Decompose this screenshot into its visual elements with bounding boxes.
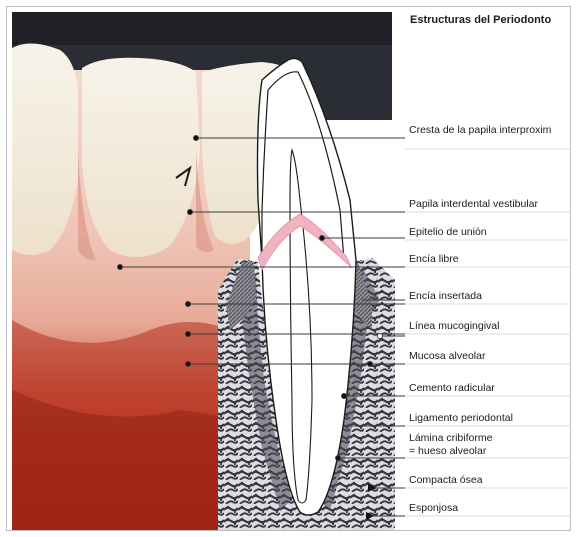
label-encia-insertada: Encía insertada	[409, 290, 482, 302]
label-epitelio-union: Epitelio de unión	[409, 226, 487, 238]
label-lamina-cribiforme: Lámina cribiforme	[409, 432, 492, 444]
label-compacta-osea: Compacta ósea	[409, 474, 483, 486]
label-papila-interdental: Papila interdental vestibular	[409, 198, 538, 210]
label-cresta-papila: Cresta de la papila interproxim	[409, 124, 551, 136]
label-mucosa-alveolar: Mucosa alveolar	[409, 350, 485, 362]
label-encia-libre: Encía libre	[409, 253, 459, 265]
label-esponjosa: Esponjosa	[409, 502, 458, 514]
label-hueso-alveolar: = hueso alveolar	[409, 445, 486, 457]
label-linea-mucogingival: Línea mucogingival	[409, 320, 499, 332]
label-cemento-radicular: Cemento radicular	[409, 382, 495, 394]
figure-title: Estructuras del Periodonto	[410, 14, 551, 26]
label-ligamento-periodontal: Ligamento periodontal	[409, 412, 513, 424]
